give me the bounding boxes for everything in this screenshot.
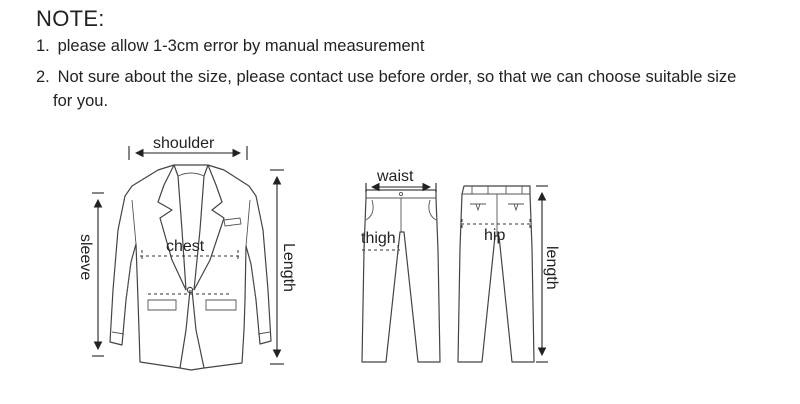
waist-measure: [365, 182, 437, 192]
note-item-text: Not sure about the size, please contact …: [57, 68, 737, 86]
jacket-front-line: [179, 289, 205, 369]
jacket-illustration: [109, 164, 272, 371]
note-item-2: 2. Not sure about the size, please conta…: [36, 65, 776, 113]
jacket-neck: [177, 172, 205, 177]
thigh-label: thigh: [361, 230, 396, 247]
jacket-left-sleeve-seam: [125, 199, 137, 301]
back-pants-left-pocket: [470, 203, 486, 212]
jacket-length-measure: [270, 169, 284, 365]
front-pants-illustration: [361, 189, 441, 363]
jacket-right-cuff: [257, 331, 271, 335]
note-item-continuation: for you.: [53, 92, 109, 110]
front-pants-button: [398, 191, 404, 197]
jacket-left-lapel: [157, 164, 187, 291]
back-pants-illustration: [457, 185, 535, 363]
hip-measure: [461, 219, 531, 229]
back-pants-outline: [457, 185, 535, 363]
jacket-button: [186, 286, 194, 294]
front-pants-left-pocket: [365, 199, 374, 221]
jacket-right-sleeve-seam: [245, 199, 257, 301]
jacket-outline: [109, 164, 272, 371]
pants-length-measure: [536, 185, 548, 363]
jacket-left-pocket: [147, 299, 177, 311]
note-item-number: 1.: [36, 37, 50, 55]
hip-label: hip: [484, 227, 505, 244]
note-title: NOTE:: [36, 6, 105, 31]
jacket-right-pocket: [205, 299, 237, 311]
waist-label: waist: [376, 168, 414, 185]
chest-measure: [140, 250, 240, 295]
chest-label: chest: [166, 238, 205, 255]
shoulder-label: shoulder: [153, 135, 215, 152]
jacket-collar: [173, 164, 209, 291]
jacket-length-label: Length: [280, 243, 297, 292]
sleeve-measure: [92, 192, 104, 357]
shoulder-measure: [128, 146, 248, 160]
front-pants-right-pocket: [428, 199, 437, 221]
sleeve-label: sleeve: [77, 234, 94, 280]
back-pants-belt-loops: [471, 186, 523, 194]
back-pants-right-pocket: [508, 203, 524, 212]
jacket-right-lapel: [193, 164, 225, 291]
note-item-text: please allow 1-3cm error by manual measu…: [57, 37, 425, 55]
note-item-number: 2.: [36, 68, 50, 86]
jacket-chest-pocket: [223, 217, 242, 227]
jacket-left-cuff: [111, 331, 125, 335]
note-item-1: 1. please allow 1-3cm error by manual me…: [36, 34, 424, 58]
pants-length-label: length: [543, 246, 560, 290]
thigh-measure: [362, 245, 400, 255]
